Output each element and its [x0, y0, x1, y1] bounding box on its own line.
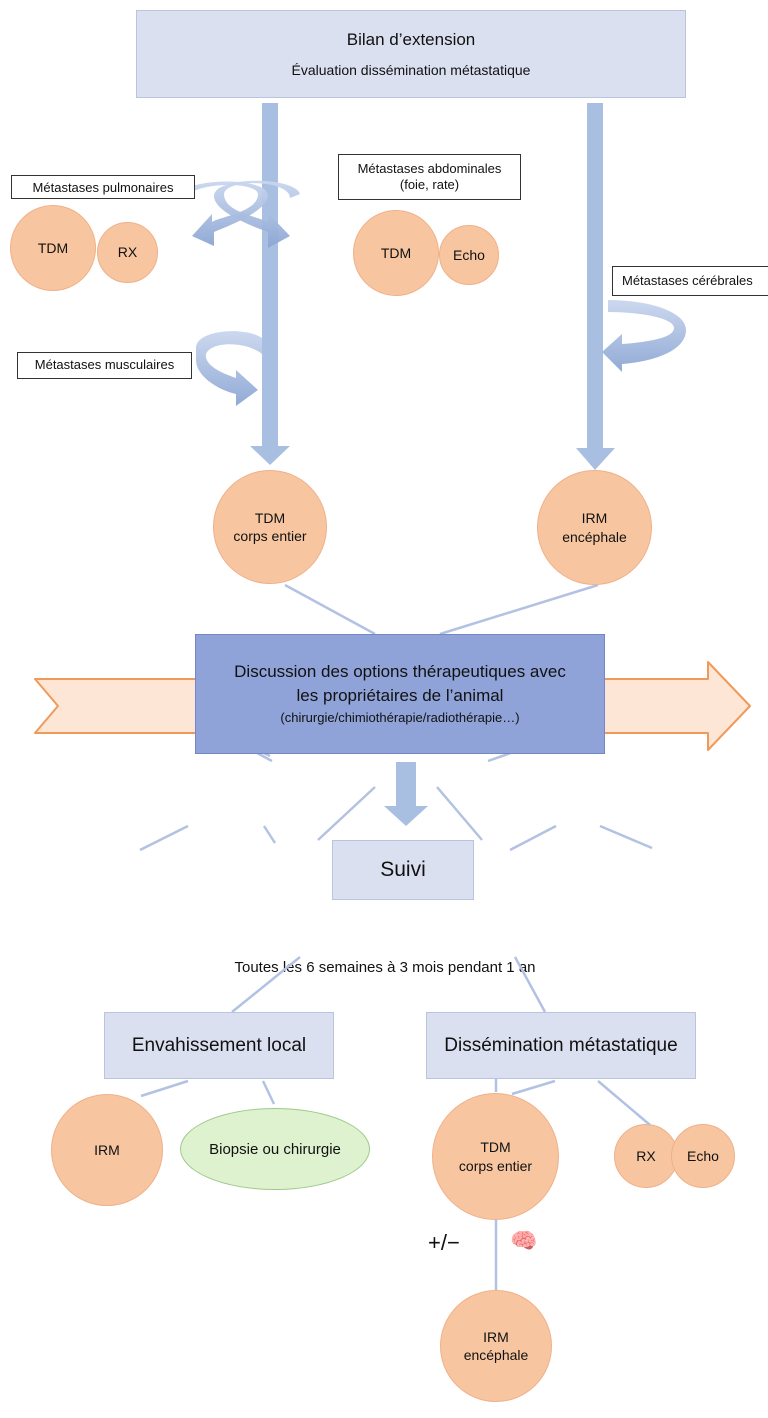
- circle-rx-suivi: RX: [614, 1124, 678, 1188]
- label-metastases-musculaires: Métastases musculaires: [17, 352, 192, 379]
- discussion-line2: les propriétaires de l’animal: [296, 686, 504, 706]
- box-envahissement-local: Envahissement local: [104, 1012, 334, 1079]
- header-subtitle: Évaluation dissémination métastatique: [291, 62, 531, 78]
- curl-arrow-cerebrales: [602, 300, 686, 372]
- curl-arrow-abdominales: [214, 180, 300, 248]
- discussion-box: Discussion des options thérapeutiques av…: [195, 634, 605, 754]
- brain-icon: 🧠: [510, 1228, 538, 1253]
- circle-irm-encephale: IRM encéphale: [537, 470, 652, 585]
- circle-echo-suivi: Echo: [671, 1124, 735, 1188]
- suivi-box: Suivi: [332, 840, 474, 900]
- label-metastases-pulmonaires: Métastases pulmonaires: [11, 175, 195, 199]
- circle-echo-abdominal: Echo: [439, 225, 499, 285]
- circle-tdm-pulmonaire: TDM: [10, 205, 96, 291]
- main-arrow-right: [576, 103, 615, 470]
- circle-irm-encephale-suivi: IRM encéphale: [440, 1290, 552, 1402]
- box-dissemination-metastatique: Dissémination métastatique: [426, 1012, 696, 1079]
- arrow-to-suivi: [384, 762, 428, 826]
- timeline-text: Toutes les 6 semaines à 3 mois pendant 1…: [234, 958, 536, 976]
- header-box: Bilan d’extension Évaluation disséminati…: [136, 10, 686, 98]
- discussion-line1: Discussion des options thérapeutiques av…: [234, 662, 566, 682]
- curl-arrow-musculaires: [196, 331, 262, 406]
- suivi-title: Suivi: [380, 858, 426, 881]
- header-title: Bilan d’extension: [346, 30, 476, 49]
- label-metastases-cerebrales: Métastases cérébrales: [612, 266, 768, 296]
- main-arrow-left: [250, 103, 290, 465]
- circle-irm-local: IRM: [51, 1094, 163, 1206]
- curl-arrow-pulmonaires: [180, 181, 268, 246]
- circle-tdm-corps-entier: TDM corps entier: [213, 470, 327, 584]
- circle-rx-pulmonaire: RX: [97, 222, 158, 283]
- label-metastases-abdominales: Métastases abdominales (foie, rate): [338, 154, 521, 200]
- discussion-line3: (chirurgie/chimiothérapie/radiothérapie……: [280, 710, 520, 726]
- plus-minus-label: +/−: [428, 1230, 460, 1255]
- ellipse-biopsie-chirurgie: Biopsie ou chirurgie: [180, 1108, 370, 1190]
- circle-tdm-corps-entier-suivi: TDM corps entier: [432, 1093, 559, 1220]
- circle-tdm-abdominal: TDM: [353, 210, 439, 296]
